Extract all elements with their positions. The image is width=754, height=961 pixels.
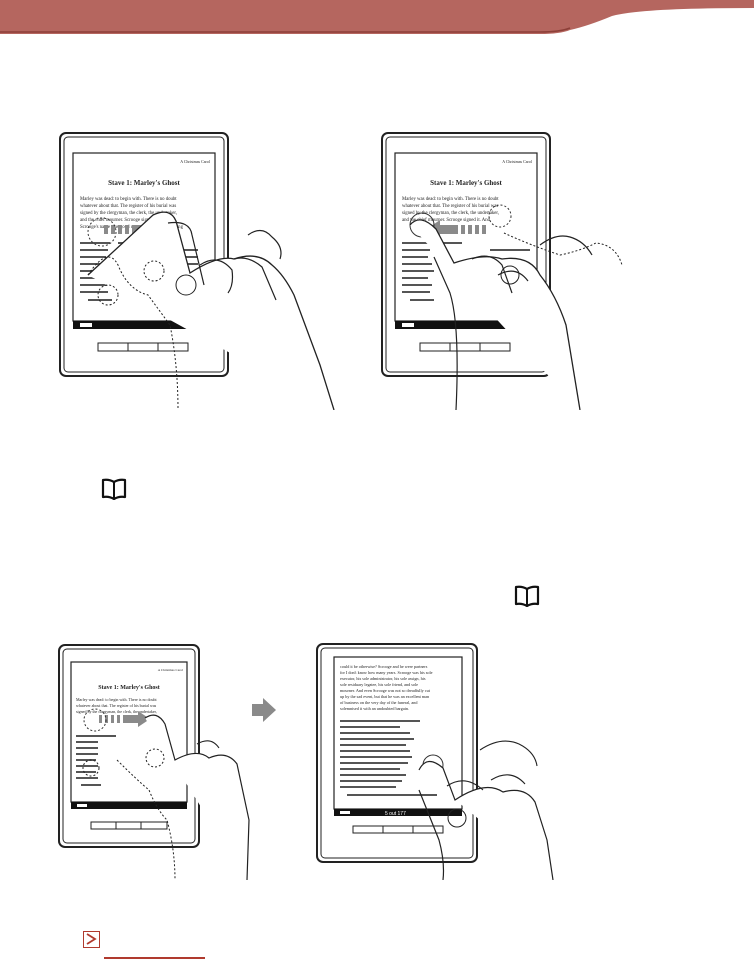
- page-line: could it be otherwise? Scrooge and he we…: [340, 664, 428, 669]
- chapter-title-text: Stave 1: Marley's Ghost: [430, 179, 502, 187]
- book-title-text: A Christmas Carol: [158, 668, 183, 672]
- page-line: whatever about that. The register of his…: [402, 204, 498, 209]
- swipe-left-illustration: A Christmas Carol Stave 1: Marley's Ghos…: [380, 125, 650, 410]
- swipe-right-illustration: A Christmas Carol Stave 1: Marley's Ghos…: [58, 125, 368, 410]
- page-line: mourner. And even Scrooge was not so dre…: [340, 688, 431, 693]
- chevron-right-icon[interactable]: [83, 931, 100, 948]
- link-underline: [104, 957, 205, 959]
- chapter-title-text: Stave 1: Marley's Ghost: [98, 685, 160, 691]
- book-title-text: A Christmas Carol: [180, 159, 211, 164]
- arrow-right-icon: [251, 697, 277, 723]
- page-indicator: 5 out 177: [385, 811, 406, 817]
- page-line: Marley was dead: to begin with. There is…: [76, 697, 157, 702]
- page-line: whatever about that. The register of his…: [76, 703, 157, 708]
- book-icon: [101, 478, 127, 500]
- chapter-title-text: Stave 1: Marley's Ghost: [108, 179, 180, 187]
- next-page-illustration: could it be otherwise? Scrooge and he we…: [315, 640, 580, 880]
- book-icon: [514, 585, 540, 607]
- header-band: [0, 0, 754, 40]
- swipe-small-illustration: A Christmas Carol Stave 1: Marley's Ghos…: [57, 640, 252, 880]
- page-line: whatever about that. The register of his…: [80, 204, 176, 209]
- book-title-text: A Christmas Carol: [502, 159, 533, 164]
- page-line: solemnised it with an undoubted bargain.: [340, 706, 409, 711]
- page-line: for I don't know how many years. Scrooge…: [340, 670, 433, 675]
- page-line: signed by the clergyman, the clerk, the …: [402, 211, 499, 216]
- page-line: Marley was dead: to begin with. There is…: [80, 197, 177, 202]
- page-line: Marley was dead: to begin with. There is…: [402, 197, 499, 202]
